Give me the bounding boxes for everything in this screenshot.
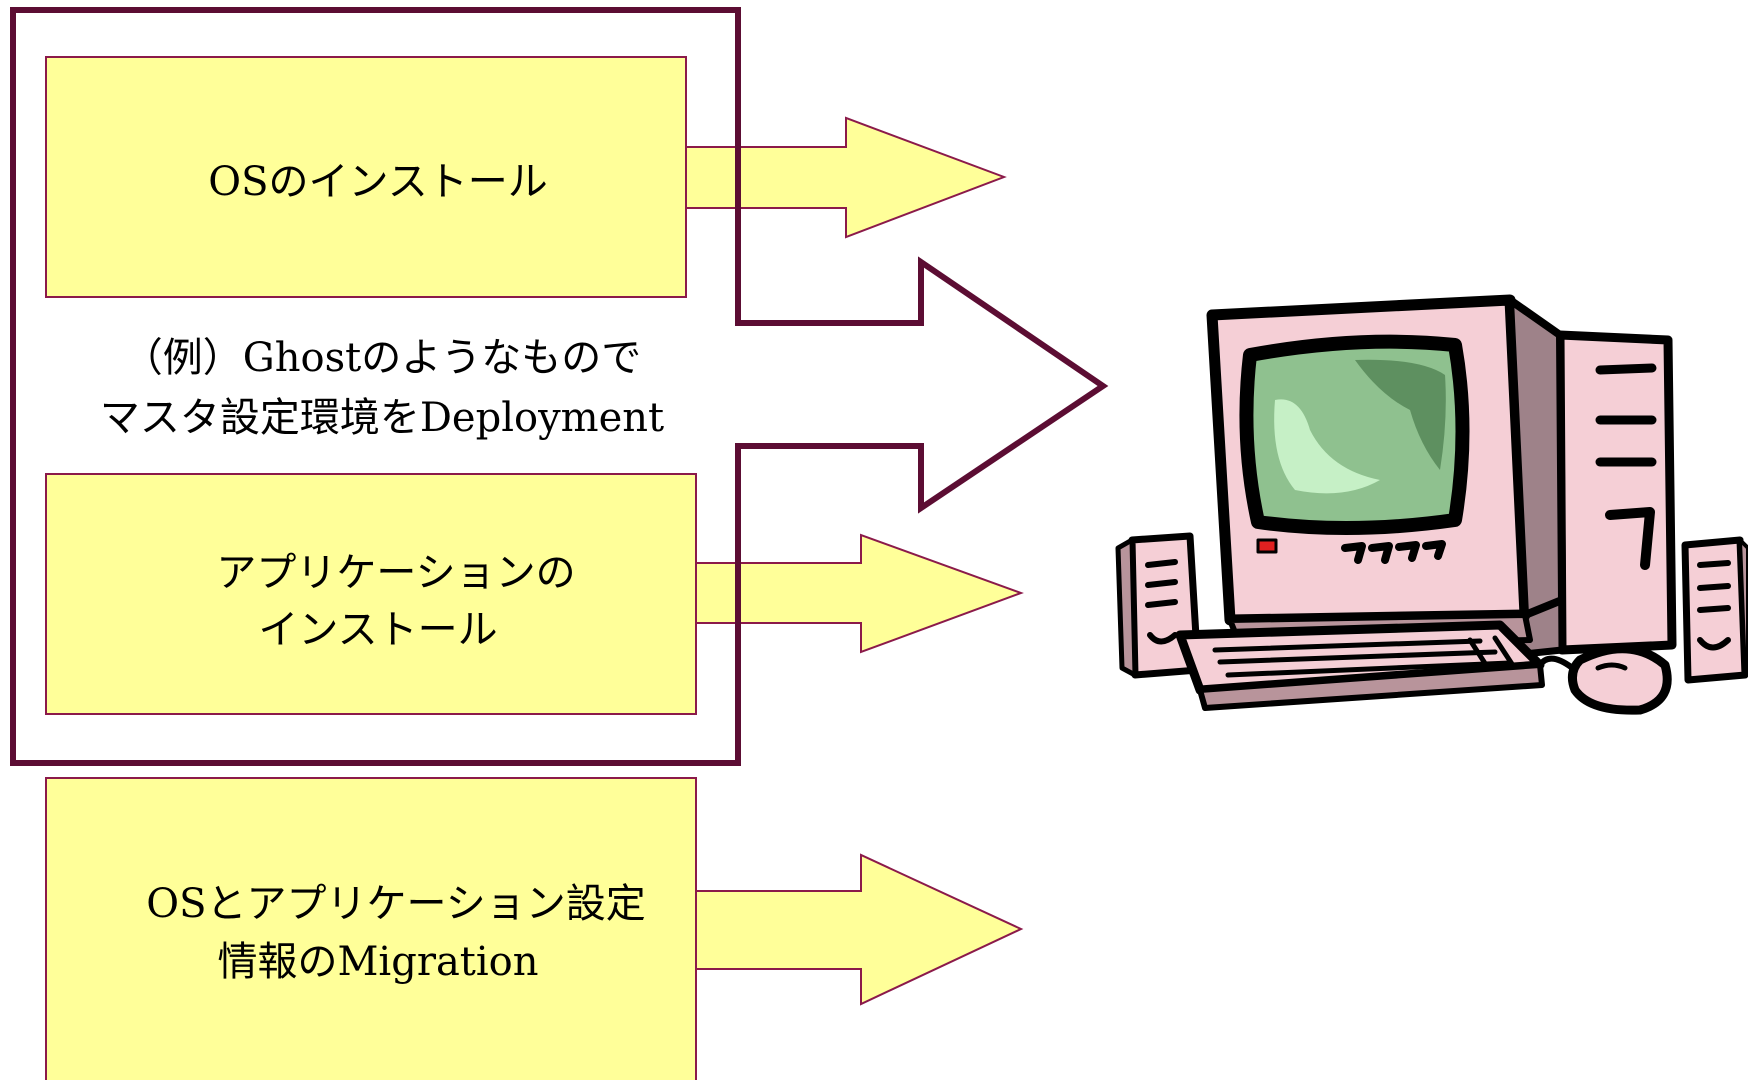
migration-box xyxy=(45,777,697,1080)
app-install-box xyxy=(45,473,697,715)
migration-arrow xyxy=(695,853,1024,1006)
app-install-arrow xyxy=(695,533,1024,654)
desktop-computer-clipart-icon xyxy=(1115,294,1748,715)
os-install-box xyxy=(45,56,687,298)
migration-label-line-2: 情報のMigration xyxy=(217,939,538,985)
os-install-arrow xyxy=(685,116,1007,239)
deploy-note-line-1: （例）Ghostのようなもので xyxy=(123,335,641,381)
deployment-frame-arrow xyxy=(10,7,1109,766)
deploy-note-line-2: マスタ設定環境をDeployment xyxy=(100,395,664,441)
app-install-label-line-2: インストール xyxy=(258,607,497,653)
migration-label-line-1: OSとアプリケーション設定 xyxy=(146,881,645,927)
app-install-label-line-1: アプリケーションの xyxy=(216,550,575,596)
os-install-label: OSのインストール xyxy=(208,159,547,205)
